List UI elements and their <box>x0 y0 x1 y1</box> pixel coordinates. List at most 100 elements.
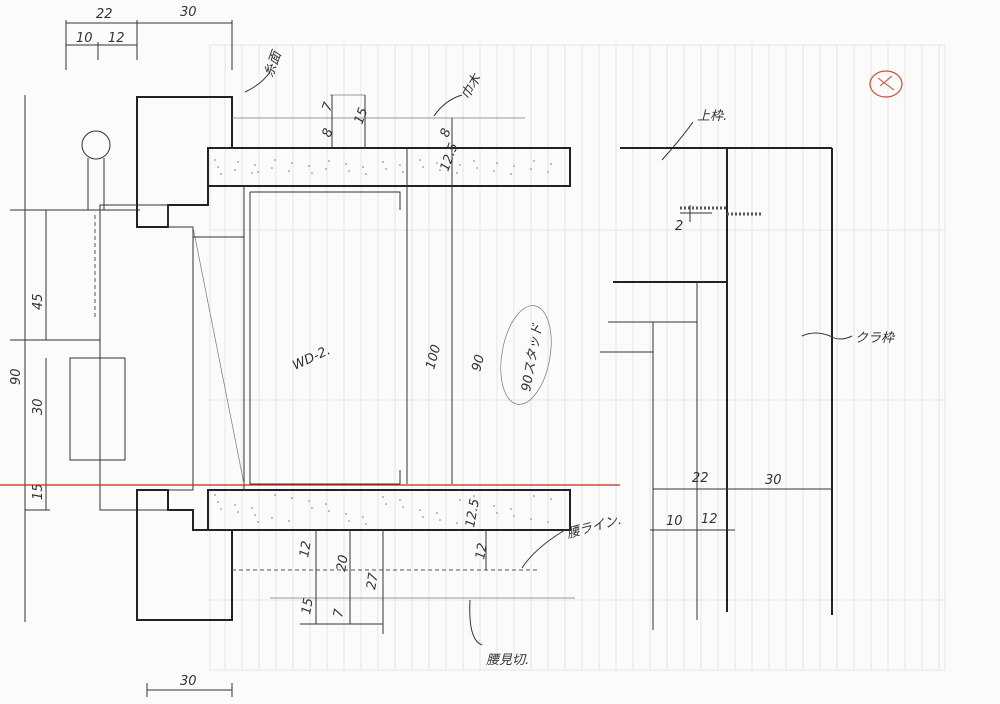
bottom-jamb-section <box>136 489 233 621</box>
speckle-dot <box>348 520 350 522</box>
speckle-dot <box>513 515 515 517</box>
speckle-dot <box>234 504 236 506</box>
top-board <box>207 147 571 187</box>
speckle-dot <box>385 503 387 505</box>
speckle-dot <box>214 494 216 496</box>
dim-27: 27 <box>364 571 382 591</box>
speckle-dot <box>288 170 290 172</box>
speckle-dot <box>456 172 458 174</box>
left-dimension-lines <box>10 95 140 622</box>
speckle-dot <box>271 167 273 169</box>
dim-2-gap: 2 <box>675 219 683 234</box>
wall-post-section <box>99 204 194 511</box>
dim-90: 90 <box>469 353 488 373</box>
dim-right-30: 30 <box>765 473 782 488</box>
speckle-dot <box>402 171 404 173</box>
dim-7: 7 <box>320 100 337 114</box>
speckle-dot <box>533 495 535 497</box>
speckle-dot <box>385 168 387 170</box>
speckle-dot <box>419 159 421 161</box>
door-panel-outline <box>243 186 401 490</box>
speckle-dot <box>251 172 253 174</box>
speckle-dot <box>402 506 404 508</box>
speckle-dot <box>533 160 535 162</box>
speckle-dot <box>217 166 219 168</box>
dim-12-bottom: 12 <box>297 540 315 559</box>
top-dimension-lines <box>65 20 233 70</box>
dim-12-5-top: 12.5 <box>438 141 462 173</box>
speckle-dot <box>476 167 478 169</box>
waist-line-note: 腰ライン. <box>565 513 623 542</box>
speckle-dot <box>510 508 512 510</box>
dim-top-10: 10 <box>76 31 93 46</box>
bottom-board <box>207 489 571 531</box>
speckle-dot <box>550 163 552 165</box>
speckle-dot <box>530 518 532 520</box>
speckle-dot <box>473 160 475 162</box>
speckle-dot <box>217 501 219 503</box>
speckle-dot <box>530 168 532 170</box>
speckle-dot <box>362 166 364 168</box>
speckle-dot <box>496 162 498 164</box>
dim-100: 100 <box>423 343 444 371</box>
speckle-dot <box>220 173 222 175</box>
speckle-dot <box>399 164 401 166</box>
speckle-dot <box>237 511 239 513</box>
knob-circle <box>81 130 111 160</box>
speckle-dot <box>254 514 256 516</box>
speckle-dot <box>308 165 310 167</box>
background-grid <box>209 44 946 671</box>
dim-top-30: 30 <box>180 5 197 20</box>
chamfer-note: 糸面 <box>262 48 286 79</box>
speckle-dot <box>550 498 552 500</box>
speckle-dot <box>311 172 313 174</box>
dim-15-left: 15 <box>31 483 46 500</box>
speckle-dot <box>365 523 367 525</box>
speckle-dot <box>220 508 222 510</box>
dim-7-bottom: 7 <box>331 607 347 618</box>
head-frame-note: 上枠. <box>697 109 727 124</box>
speckle-dot <box>328 160 330 162</box>
speckle-dot <box>456 522 458 524</box>
speckle-dot <box>473 495 475 497</box>
speckle-dot <box>214 159 216 161</box>
speckle-dot <box>274 494 276 496</box>
speckle-dot <box>291 497 293 499</box>
dim-30-bottom: 30 <box>180 674 197 689</box>
speckle-dot <box>399 499 401 501</box>
speckle-dot <box>237 161 239 163</box>
chamfer-leader <box>244 71 271 93</box>
speckle-dot <box>439 519 441 521</box>
diagonal-line <box>192 226 245 485</box>
speckle-dot <box>422 516 424 518</box>
dim-top-12: 12 <box>108 31 125 46</box>
speckle-dot <box>459 499 461 501</box>
speckle-dot <box>325 503 327 505</box>
speckle-dot <box>234 169 236 171</box>
speckle-dot <box>496 512 498 514</box>
speckle-dot <box>311 507 313 509</box>
speckle-dot <box>274 159 276 161</box>
speckle-dot <box>257 521 259 523</box>
speckle-dot <box>251 507 253 509</box>
speckle-dot <box>493 505 495 507</box>
jamb-note: クラ枠 <box>855 331 896 346</box>
right-frame-detail <box>600 147 833 630</box>
dim-12-5-bottom: 12.5 <box>463 498 483 529</box>
dim-90-left: 90 <box>9 368 24 385</box>
speckle-dot <box>325 168 327 170</box>
speckle-dot <box>510 173 512 175</box>
dim-right-22: 22 <box>692 471 709 486</box>
speckle-dot <box>476 502 478 504</box>
stamp-seal <box>869 70 903 98</box>
left-block-section <box>69 357 126 461</box>
dim-15-bottom: 15 <box>299 597 317 616</box>
speckle-dot <box>422 166 424 168</box>
dim-30-left: 30 <box>31 398 46 415</box>
speckle-dot <box>345 163 347 165</box>
dim-15: 15 <box>352 106 372 127</box>
dim-top-22: 22 <box>96 7 113 22</box>
speckle-dot <box>345 513 347 515</box>
dim-12-right: 12 <box>473 542 491 561</box>
